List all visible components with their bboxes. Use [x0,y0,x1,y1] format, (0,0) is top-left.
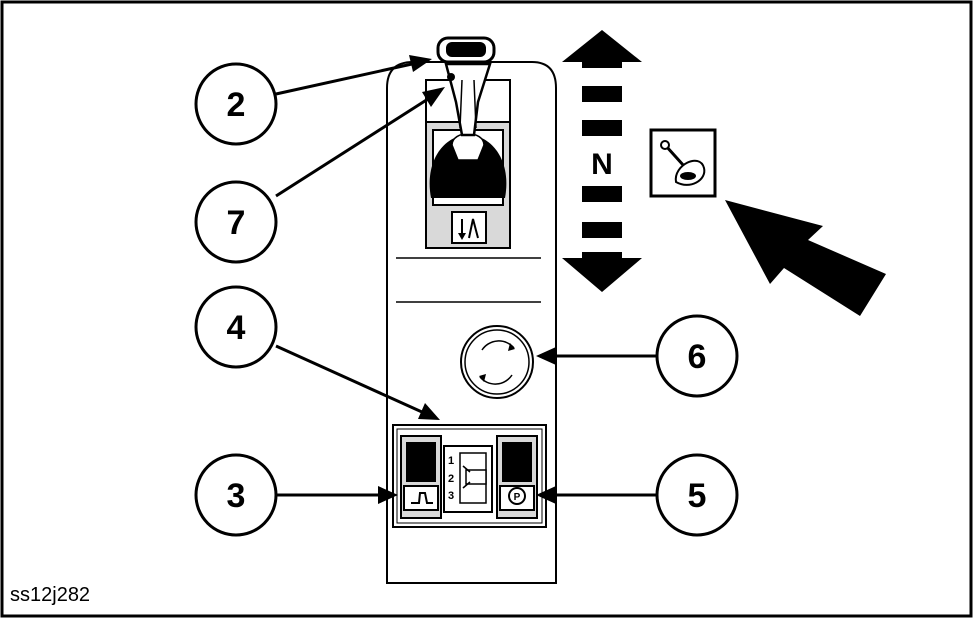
lever-button [447,73,455,81]
callout-5-label: 5 [688,477,707,515]
neutral-label: N [591,148,613,181]
callout-6: 6 [655,314,739,398]
arrow-down-head [562,252,642,292]
gear-indicator: 1 2 3 [443,445,493,513]
callout-2: 2 [194,62,278,146]
seat-icon [411,492,433,504]
callout-4: 4 [194,285,278,369]
lever-shaft [444,62,492,137]
shift-lever [425,36,511,249]
pointer-arrow-large [725,200,886,316]
callout-7-label: 7 [227,204,246,242]
lever-label-window [451,211,487,244]
gear-number-2: 2 [448,473,454,485]
switch-bank: 1 2 3 P [392,424,547,528]
shift-direction-arrow: N [562,30,642,292]
callout-7: 7 [194,180,278,264]
gear-number-1: 1 [448,455,454,467]
callout-2-label: 2 [227,86,246,124]
park-symbol: P [514,492,521,503]
rocker-switch-left [400,435,442,519]
callout-5: 5 [655,453,739,537]
figure-code: ss12j282 [10,584,91,606]
gear-number-3: 3 [448,490,454,502]
joystick-symbol-decal [649,128,717,198]
leader-lines [275,55,656,504]
rotary-switch [460,325,534,399]
arrow-up-head [562,30,642,68]
callout-4-label: 4 [227,309,246,347]
callout-3-label: 3 [227,477,246,515]
lever-boot [429,135,507,198]
callout-3: 3 [194,453,278,537]
indicator-window-icon [465,469,487,485]
rocker-switch-right: P [496,435,538,519]
callout-6-label: 6 [688,338,707,376]
park-icon [508,487,526,505]
